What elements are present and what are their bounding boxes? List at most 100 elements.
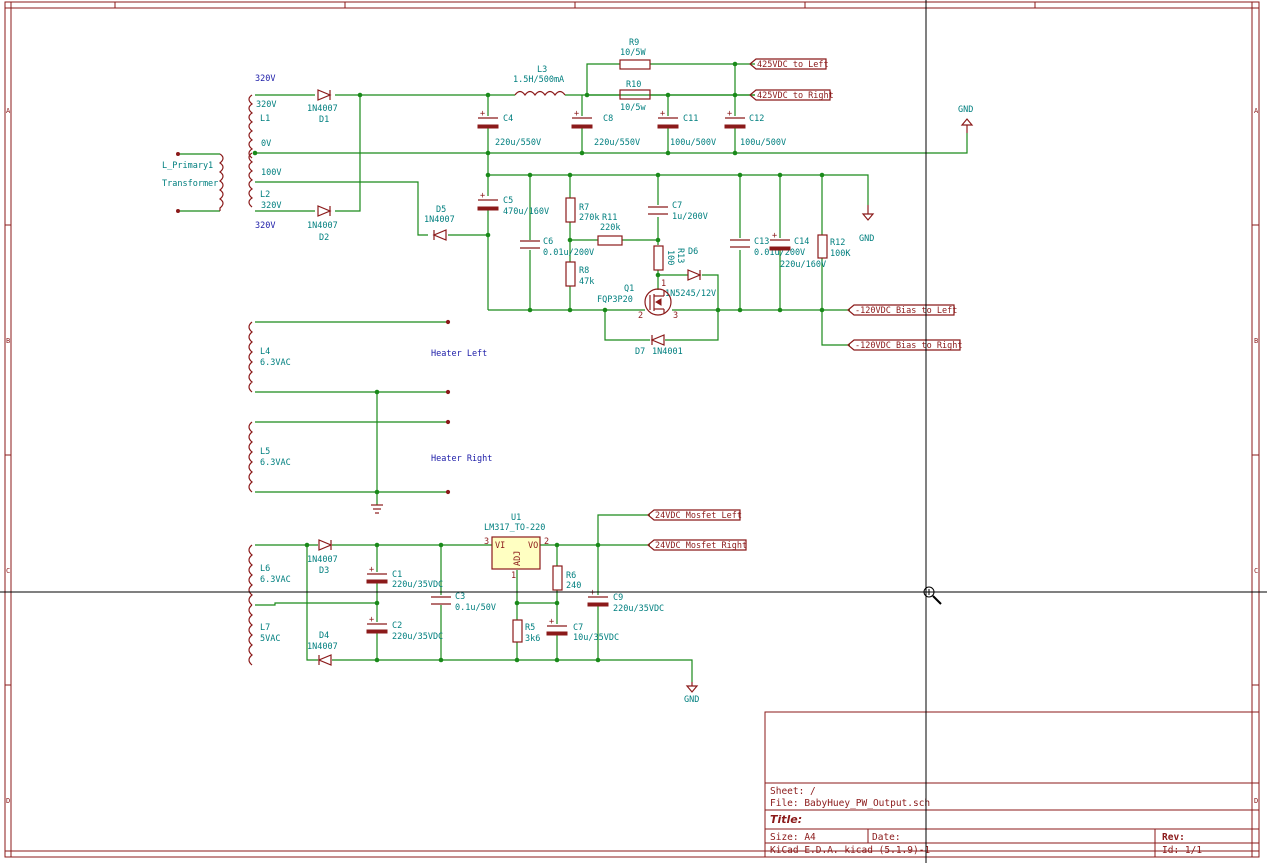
gnd3-label: GND: [684, 695, 699, 705]
capacitor-c7-bias[interactable]: C7 1u/200V: [648, 201, 708, 222]
u1-pin-adj: ADJ: [513, 551, 523, 566]
heater-winding-l4[interactable]: L4 6.3VAC: [248, 321, 291, 393]
svg-text:+: +: [549, 617, 554, 627]
resistor-r5[interactable]: R5 3k6: [512, 619, 540, 644]
c13-ref: C13: [754, 237, 769, 247]
zone-d-left: D: [6, 797, 10, 805]
capacitor-c4[interactable]: + C4 220u/550V: [477, 109, 541, 148]
label-24vdc-right[interactable]: 24VDC_Mosfet_Right: [647, 539, 747, 551]
diode-d1[interactable]: 1N4007 D1: [307, 89, 338, 125]
u1-pin-vi: VI: [495, 541, 505, 551]
c7a-ref: C7: [672, 201, 682, 211]
zone-d-right: D: [1254, 797, 1258, 805]
q1-ref: Q1: [624, 284, 634, 294]
resistor-r10[interactable]: R10 10/5w: [619, 80, 651, 113]
label-425-right-text: 425VDC_to_Right: [757, 91, 834, 101]
svg-text:+: +: [574, 109, 579, 119]
capacitor-c11[interactable]: + C11 100u/500V: [657, 109, 716, 148]
resistor-r11[interactable]: R11 220k: [597, 213, 623, 246]
resistor-r7[interactable]: R7 270k: [565, 197, 599, 223]
net-heater-right: Heater Right: [431, 454, 492, 464]
c4-ref: C4: [503, 114, 513, 124]
r10-ref: R10: [626, 80, 641, 90]
r13-ref: R13: [675, 248, 685, 263]
resistor-r9[interactable]: R9 10/5W: [619, 38, 651, 70]
primary-ref: L_Primary1: [162, 161, 213, 171]
capacitor-c13[interactable]: C13 0.01u/200V: [730, 237, 805, 258]
tb-title: Title:: [770, 813, 802, 826]
c5-val: 470u/160V: [503, 207, 549, 217]
c3-ref: C3: [455, 592, 465, 602]
transformer-primary[interactable]: L_Primary1 Transformer: [162, 152, 224, 213]
title-block: Sheet: / File: BabyHuey_PW_Output.sch Ti…: [764, 711, 1260, 858]
resistor-r6[interactable]: R6 240: [552, 565, 581, 591]
c1-val: 220u/35VDC: [392, 580, 443, 590]
capacitor-c1[interactable]: + C1 220u/35VDC: [366, 565, 443, 590]
d5-val: 1N4007: [424, 215, 455, 225]
r6-ref: R6: [566, 571, 576, 581]
label-120vdc-left[interactable]: -120VDC_Bias_to_Left: [847, 304, 957, 316]
capacitor-c12[interactable]: + C12 100u/500V: [724, 109, 786, 148]
l2-ref: L2: [260, 190, 270, 200]
inductor-l3[interactable]: L3 1.5H/500mA: [513, 65, 566, 97]
tb-file: File: BabyHuey_PW_Output.sch: [770, 798, 930, 809]
svg-text:+: +: [369, 565, 374, 575]
lv-winding-l7[interactable]: L7 5VAC: [248, 604, 280, 666]
capacitor-c7-lv[interactable]: + C7 10u/35VDC: [546, 617, 619, 643]
r5-ref: R5: [525, 623, 535, 633]
r9-val: 10/5W: [620, 48, 646, 58]
d1-ref: D1: [319, 115, 329, 125]
r12-val: 100K: [830, 249, 851, 259]
lv-winding-l6[interactable]: L6 6.3VAC: [248, 544, 291, 606]
diode-d4[interactable]: D4 1N4007: [307, 631, 338, 666]
diode-d5[interactable]: D5 1N4007: [424, 205, 455, 241]
gnd2-label: GND: [859, 234, 874, 244]
ground-icon-top[interactable]: GND: [958, 105, 973, 133]
diode-d2[interactable]: 1N4007 D2: [307, 205, 338, 243]
capacitor-c8[interactable]: + C8 220u/550V: [571, 109, 640, 148]
ground-icon-bias[interactable]: GND: [859, 205, 874, 244]
capacitor-c6[interactable]: C6 0.01u/200V: [520, 237, 594, 258]
svg-text:+: +: [772, 231, 777, 241]
r9-ref: R9: [629, 38, 639, 48]
zone-c-left: C: [6, 567, 10, 575]
c8-ref: C8: [603, 114, 613, 124]
heater-winding-l5[interactable]: L5 6.3VAC: [248, 421, 291, 493]
u1-pin2: 2: [544, 537, 549, 547]
d2-val: 1N4007: [307, 221, 338, 231]
label-120-right-text: -120VDC_Bias_to_Right: [855, 341, 962, 351]
label-24-right-text: 24VDC_Mosfet_Right: [655, 541, 747, 551]
resistor-r13[interactable]: 100 R13: [653, 245, 685, 271]
transformer-secondary-l1-l2[interactable]: L1 L2 320V 0V 100V 320V: [248, 94, 281, 211]
d4-ref: D4: [319, 631, 329, 641]
capacitor-c5[interactable]: + C5 470u/160V: [477, 191, 549, 217]
r10-val: 10/5w: [620, 103, 646, 113]
r12-ref: R12: [830, 238, 845, 248]
resistor-r12[interactable]: R12 100K: [817, 234, 851, 259]
diode-d6[interactable]: D6 1N5245/12V: [665, 247, 716, 299]
regulator-u1[interactable]: U1 LM317_TO-220 VI VO ADJ 3 2 1: [484, 513, 549, 581]
label-24vdc-left[interactable]: 24VDC_Mosfet_Left: [647, 509, 742, 521]
svg-text:+: +: [727, 109, 732, 119]
diode-d3[interactable]: 1N4007 D3: [307, 539, 338, 576]
resistor-r8[interactable]: R8 47k: [565, 261, 594, 287]
l5-val: 6.3VAC: [260, 458, 291, 468]
capacitor-c3[interactable]: C3 0.1u/50V: [431, 592, 496, 613]
c7a-val: 1u/200V: [672, 212, 708, 222]
ground-icon-lv[interactable]: GND: [684, 682, 699, 705]
diode-d7[interactable]: D7 1N4001: [635, 334, 683, 357]
label-425vdc-right[interactable]: 425VDC_to_Right: [749, 89, 834, 101]
capacitor-c2[interactable]: + C2 220u/35VDC: [366, 615, 443, 642]
label-120vdc-right[interactable]: -120VDC_Bias_to_Right: [847, 339, 962, 351]
l6-val: 6.3VAC: [260, 575, 291, 585]
q1-pin2: 2: [638, 311, 643, 321]
c8-val: 220u/550V: [594, 138, 640, 148]
d6-ref: D6: [688, 247, 698, 257]
label-425vdc-left[interactable]: 425VDC_to_Left: [749, 58, 829, 70]
capacitor-c9[interactable]: + C9 220u/35VDC: [587, 588, 664, 614]
capacitor-c14[interactable]: + C14 220u/160V: [769, 231, 826, 270]
mosfet-q1[interactable]: Q1 FQP3P20 1 2 3: [597, 279, 678, 321]
